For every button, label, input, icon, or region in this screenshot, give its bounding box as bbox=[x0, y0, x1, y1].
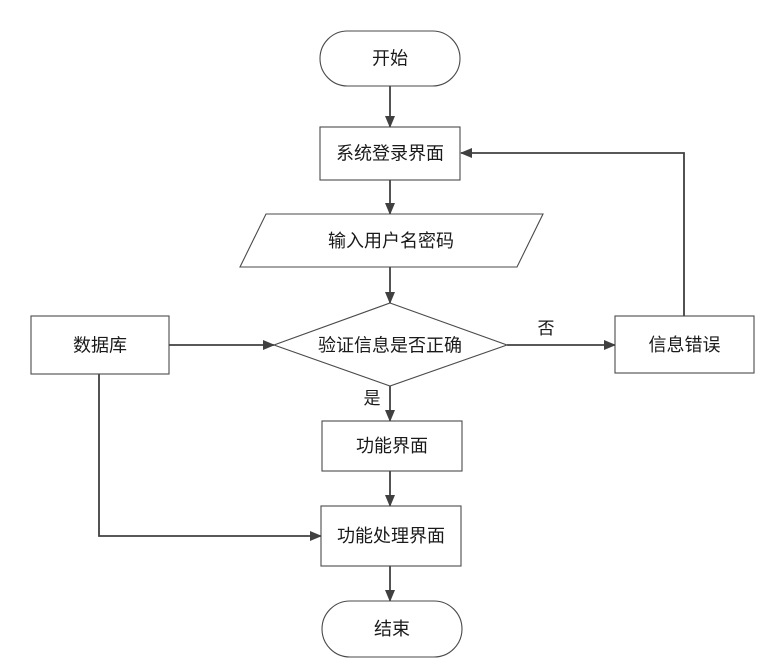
verify-label: 验证信息是否正确 bbox=[318, 336, 462, 357]
input-parallelogram bbox=[239, 213, 544, 268]
database-label: 数据库 bbox=[73, 336, 127, 357]
node-input: 输入用户名密码 bbox=[239, 213, 544, 268]
node-start: 开始 bbox=[319, 30, 461, 87]
database-box bbox=[30, 315, 170, 375]
process-box bbox=[320, 505, 462, 567]
edge-database-to-process bbox=[98, 374, 322, 541]
start-terminator bbox=[319, 30, 461, 87]
edge-label-no: 否 bbox=[538, 319, 555, 339]
node-verify: 验证信息是否正确 bbox=[272, 302, 509, 387]
end-terminator bbox=[321, 600, 463, 658]
login-process-box bbox=[319, 126, 461, 181]
node-login: 系统登录界面 bbox=[319, 126, 461, 181]
verify-decision-diamond bbox=[272, 302, 509, 387]
end-label: 结束 bbox=[374, 619, 410, 640]
node-error: 信息错误 bbox=[614, 315, 755, 374]
error-label: 信息错误 bbox=[649, 335, 721, 356]
function-label: 功能界面 bbox=[356, 436, 428, 457]
node-function: 功能界面 bbox=[321, 420, 463, 472]
start-label: 开始 bbox=[372, 49, 408, 70]
error-box bbox=[614, 315, 755, 374]
process-label: 功能处理界面 bbox=[337, 526, 445, 547]
login-label: 系统登录界面 bbox=[336, 144, 444, 165]
edges bbox=[98, 86, 685, 602]
edge-label-yes: 是 bbox=[364, 389, 381, 409]
edge-error-to-login bbox=[460, 148, 685, 316]
function-box bbox=[321, 420, 463, 472]
node-process: 功能处理界面 bbox=[320, 505, 462, 567]
input-label: 输入用户名密码 bbox=[328, 231, 454, 252]
node-end: 结束 bbox=[321, 600, 463, 658]
node-database: 数据库 bbox=[30, 315, 170, 375]
